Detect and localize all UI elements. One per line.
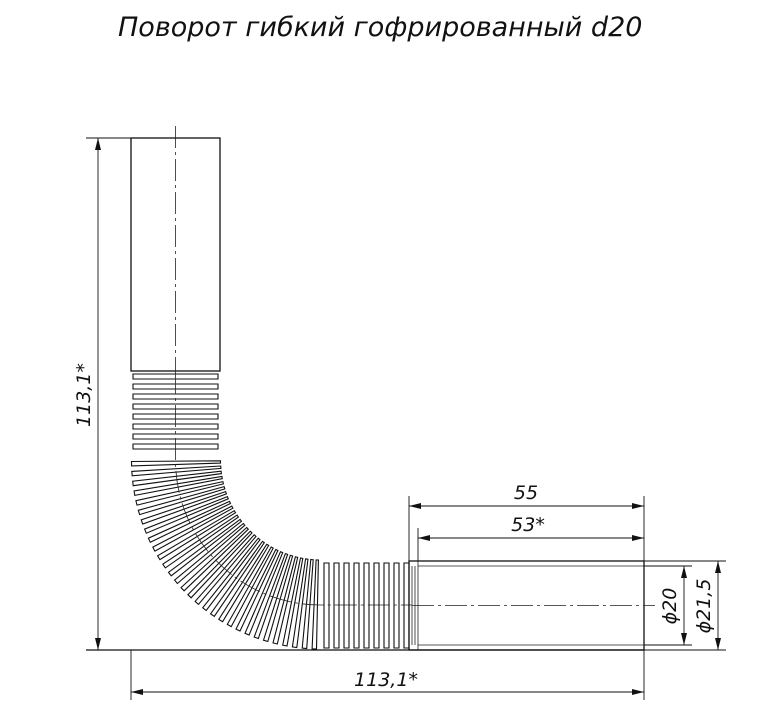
- diameter-21-5-label: ϕ21,5: [693, 579, 715, 634]
- corrugation-rib: [403, 562, 410, 649]
- corrugation-rib: [173, 522, 246, 585]
- corrugation-rib: [180, 526, 250, 592]
- corrugated-bend: [130, 373, 410, 650]
- dimension-diameter-20: ϕ20: [644, 565, 692, 646]
- length-53-label: 53*: [511, 514, 545, 536]
- drawing-title: Поворот гибкий гофрированный d20: [118, 12, 642, 43]
- corrugation-rib: [393, 562, 400, 649]
- corrugation-rib: [301, 558, 314, 650]
- corrugation-rib: [311, 559, 319, 650]
- dimension-height: 113,1*: [73, 137, 131, 650]
- width-label: 113,1*: [354, 669, 418, 691]
- dimension-length-55: 55: [408, 482, 645, 561]
- corrugation-rib: [132, 433, 219, 440]
- corrugation-rib: [353, 562, 360, 649]
- corrugation-rib: [131, 465, 222, 477]
- corrugation-rib: [135, 480, 225, 506]
- corrugation-rib: [137, 485, 226, 516]
- corrugation-rib: [333, 562, 340, 649]
- dimension-diameter-21-5: ϕ21,5: [644, 560, 726, 651]
- bend-centerline: [175, 372, 412, 606]
- dimension-width: 113,1*: [130, 650, 645, 700]
- corrugation-rib: [209, 540, 266, 618]
- corrugation-rib: [363, 562, 370, 649]
- horizontal-sleeve: [408, 560, 655, 651]
- corrugation-rib: [291, 558, 309, 649]
- diameter-20-label: ϕ20: [659, 588, 681, 625]
- corrugation-rib: [323, 562, 330, 649]
- dimension-length-53: 53*: [417, 514, 644, 561]
- vertical-sleeve: [130, 126, 221, 372]
- height-label: 113,1*: [73, 363, 95, 427]
- corrugation-rib: [373, 562, 380, 649]
- corrugation-rib: [282, 557, 304, 647]
- corrugation-rib: [343, 562, 350, 649]
- length-55-label: 55: [514, 482, 538, 504]
- corrugation-rib: [132, 393, 219, 400]
- corrugation-rib: [383, 562, 390, 649]
- corrugation-rib: [130, 460, 222, 467]
